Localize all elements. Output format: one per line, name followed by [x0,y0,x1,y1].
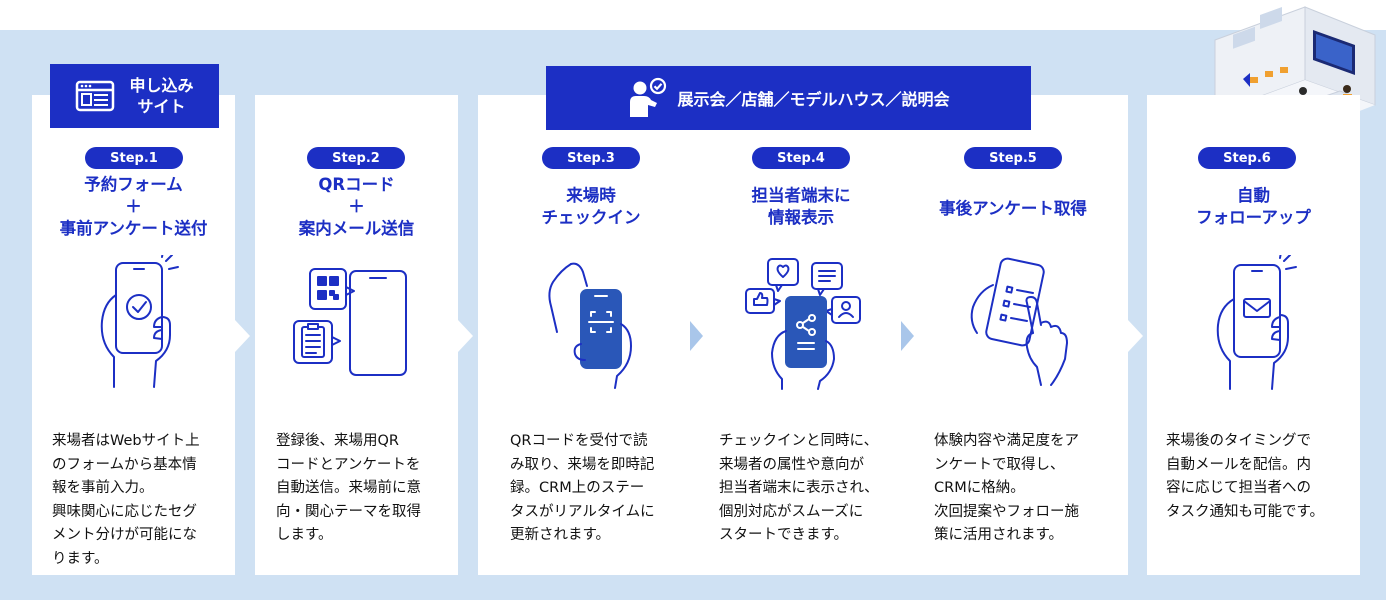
step4-title: 担当者端末に 情報表示 [704,185,898,229]
step3-desc-line: み取り、来場を即時記 [510,456,655,473]
arrow-step2-3 [458,320,473,352]
phone-qr-clipboard-icon [293,268,407,376]
step1-desc-line: 報を事前入力。 [52,480,154,496]
arrow-step1-2 [235,320,250,352]
step4-desc-line: チェックインと同時に、 [719,433,879,449]
step3-title-line1: 来場時 [566,186,616,205]
step1-title-line3: 事前アンケート送付 [59,219,208,238]
step5-desc-line: CRMに格納。 [934,480,1025,496]
step2-description: 登録後、来場用QR コードとアンケートを 自動送信。来場前に意 向・関心テーマを… [276,430,421,548]
step1-desc-line: ります。 [52,550,109,567]
step1-label: Step.1 [85,147,183,169]
step1-desc-line: メント分けが可能にな [52,527,197,543]
step6-title: 自動 フォローアップ [1147,185,1360,229]
step2-desc-line: します。 [276,527,333,543]
step3-desc-line: タスがリアルタイムに [510,503,655,520]
step5-desc-line: 体験内容や満足度をア [934,433,1079,449]
step4-desc-line: 個別対応がスムーズに [719,503,864,520]
step1-desc-line: 来場者はWebサイト上 [52,433,200,449]
step3-desc-line: 録。CRM上のステー [510,480,645,496]
step3-desc-line: 更新されます。 [510,527,611,543]
step3-description: QRコードを受付で読 み取り、来場を即時記 録。CRM上のステー タスがリアルタ… [510,430,655,548]
step5-desc-line: 策に活用されます。 [934,527,1064,543]
phone-share-bubbles-icon [745,258,861,390]
banner-site-line2: サイト [137,97,186,116]
step6-description: 来場後のタイミングで 自動メールを配信。内 容に応じて担当者への タスク通知も可… [1166,430,1324,524]
step3-title-line2: チェックイン [541,208,641,227]
step6-desc-line: タスク通知も可能です。 [1166,503,1325,520]
step2-desc-line: 向・関心テーマを取得 [276,503,421,520]
step5-label: Step.5 [964,147,1062,169]
step4-desc-line: 担当者端末に表示され、 [719,480,879,496]
step2-label: Step.2 [307,147,405,169]
step3-desc-line: QRコードを受付で読 [510,433,648,449]
step2-title-line3: 案内メール送信 [298,219,415,238]
banner-site-line1: 申し込み [129,76,194,95]
step1-title-line1: 予約フォーム [84,175,183,194]
step1-description: 来場者はWebサイト上 のフォームから基本情 報を事前入力。 興味関心に応じたセ… [52,430,200,571]
step1-desc-line: 興味関心に応じたセグ [52,503,197,520]
phone-scan-hand-icon [548,262,632,389]
step4-title-line1: 担当者端末に [751,186,851,205]
step2-title: QRコード ＋ 案内メール送信 [255,174,458,240]
banner-venue: 展示会／店舗／モデルハウス／説明会 [546,66,1031,130]
arrow-step4-5 [901,321,914,351]
step4-title-line2: 情報表示 [768,208,834,227]
arrow-step5-6 [1128,320,1143,352]
card-step6 [1147,95,1360,575]
step1-title: 予約フォーム ＋ 事前アンケート送付 [32,174,235,240]
step2-desc-line: 自動送信。来場前に意 [276,480,421,496]
phone-check-hand-icon [100,255,179,388]
step6-title-line1: 自動 [1237,186,1270,205]
step2-desc-line: 登録後、来場用QR [276,433,399,449]
phone-checklist-tap-icon [970,257,1068,386]
step5-title-line1: 事後アンケート取得 [939,199,1087,218]
step2-title-line2: ＋ [348,197,365,216]
step6-desc-line: 自動メールを配信。内 [1166,456,1311,473]
banner-venue-text: 展示会／店舗／モデルハウス／説明会 [677,90,950,109]
step1-desc-line: のフォームから基本情 [52,456,197,473]
step5-description: 体験内容や満足度をア ンケートで取得し、 CRMに格納。 次回提案やフォロー施 … [934,430,1079,548]
step1-title-line2: ＋ [125,197,142,216]
step3-label: Step.3 [542,147,640,169]
step4-description: チェックインと同時に、 来場者の属性や意向が 担当者端末に表示され、 個別対応が… [719,430,879,548]
step2-title-line1: QRコード [318,175,395,194]
step6-desc-line: 容に応じて担当者への [1166,480,1311,496]
step5-desc-line: ンケートで取得し、 [934,456,1065,473]
step6-title-line2: フォローアップ [1196,208,1311,227]
step6-desc-line: 来場後のタイミングで [1166,433,1311,449]
browser-window-icon [76,80,115,112]
step4-desc-line: 来場者の属性や意向が [719,456,864,473]
card-step2 [255,95,458,575]
phone-mail-hand-icon [1216,255,1297,390]
arrow-step3-4 [690,321,703,351]
step5-desc-line: 次回提案やフォロー施 [934,503,1079,520]
step3-title: 来場時 チェックイン [492,185,690,229]
person-chat-icon [630,77,667,117]
step4-desc-line: スタートできます。 [719,527,849,543]
step5-title: 事後アンケート取得 [914,198,1112,220]
banner-application-site: 申し込み サイト [50,64,219,128]
step2-desc-line: コードとアンケートを [276,456,421,473]
card-step1 [32,95,235,575]
step4-label: Step.4 [752,147,850,169]
step6-label: Step.6 [1198,147,1296,169]
